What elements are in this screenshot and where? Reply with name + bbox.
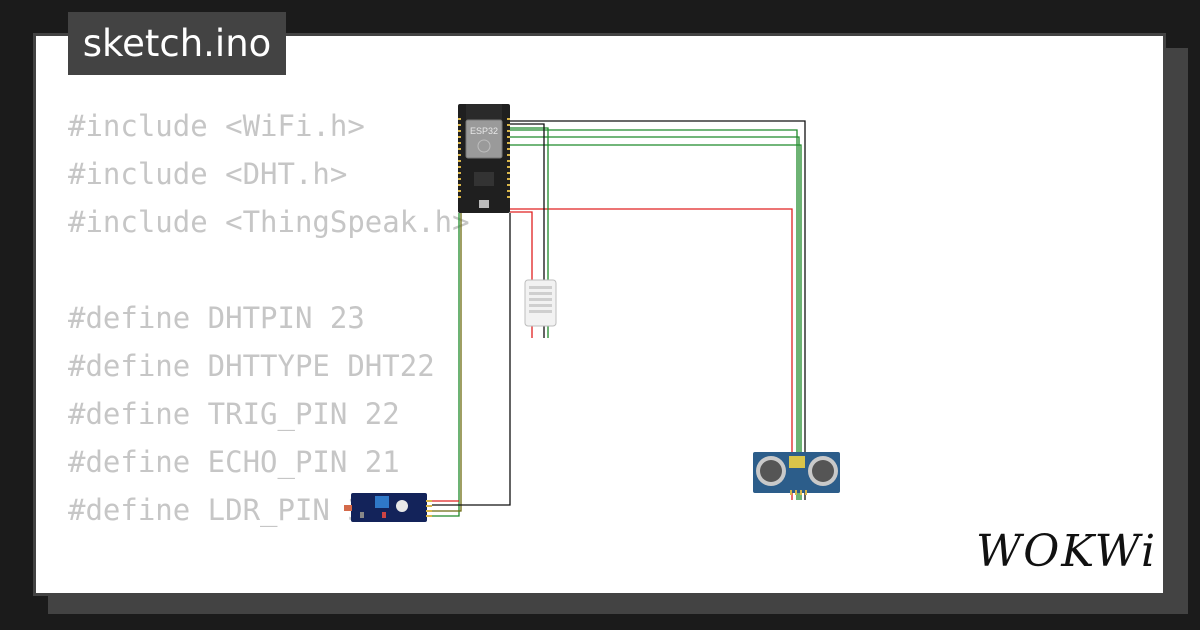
code-line: #include <DHT.h> [68,157,348,191]
esp32-board-icon[interactable]: ESP32 [458,104,510,213]
wire-ldr-green [432,213,460,517]
code-line: #define DHTTYPE DHT22 [68,349,435,383]
wires [432,120,806,517]
file-tab[interactable]: sketch.ino [68,12,286,75]
sketch-card: #include <WiFi.h> #include <DHT.h> #includ… [33,33,1166,596]
ldr-module-icon[interactable] [344,493,432,522]
wire-green-3 [510,144,802,500]
code-line: #define DHTPIN 23 [68,301,365,335]
code-line: #include <WiFi.h> [68,109,365,143]
wire-green-2 [510,136,800,500]
code-line: #include <ThingSpeak.h> [68,205,470,239]
code-editor: #include <WiFi.h> #include <DHT.h> #includ… [68,102,1081,593]
code-line: #define ECHO_PIN 21 [68,445,400,479]
wire-dht-black [510,123,545,338]
wire-dht-green [510,127,549,338]
wire-ldr-olive [432,213,462,512]
ultrasonic-sensor-icon[interactable] [753,452,840,495]
wire-black-top [510,120,806,500]
wokwi-logo: WOKWi [976,526,1158,577]
esp32-label: ESP32 [470,126,498,136]
code-line: const char* ssid = "Wokwi-GUEST"; // Use… [68,582,1081,593]
code-line: #define TRIG_PIN 22 [68,397,400,431]
wire-ldr-black [432,213,511,506]
dht22-sensor-icon[interactable] [524,279,557,327]
wire-red-ultrasonic [510,208,793,500]
wire-green-top [510,129,798,500]
